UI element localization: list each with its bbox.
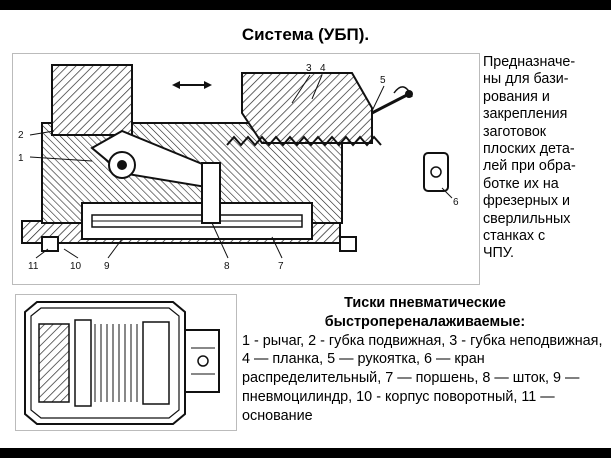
vise-plan-drawing [15, 294, 237, 431]
drawing-label-4: 4 [320, 63, 326, 74]
drawing-label-11: 11 [28, 261, 39, 272]
drawing-label-5: 5 [380, 75, 386, 86]
slide: Система (УБП). [0, 10, 611, 448]
purpose-text: Предназначе- ны для бази- рования и закр… [483, 54, 576, 262]
drawing-label-10: 10 [70, 261, 82, 272]
slide-title: Система (УБП). [241, 25, 370, 44]
caption-legend: 1 - рычаг, 2 - губка подвижная, 3 - губк… [242, 332, 603, 424]
caption: Тиски пневматические быстропереналаживае… [242, 294, 608, 426]
caption-title: Тиски пневматические быстропереналаживае… [324, 295, 526, 330]
drawing-label-8: 8 [224, 261, 230, 272]
drawing-label-9: 9 [104, 261, 110, 272]
drawing-label-1: 1 [18, 153, 24, 164]
drawing-label-3: 3 [306, 63, 312, 74]
drawing-label-2: 2 [18, 130, 24, 141]
vise-section-drawing: 2 1 3 4 5 6 7 8 9 10 11 [12, 53, 480, 285]
drawing-label-6: 6 [453, 197, 459, 208]
drawing-label-7: 7 [278, 261, 284, 272]
